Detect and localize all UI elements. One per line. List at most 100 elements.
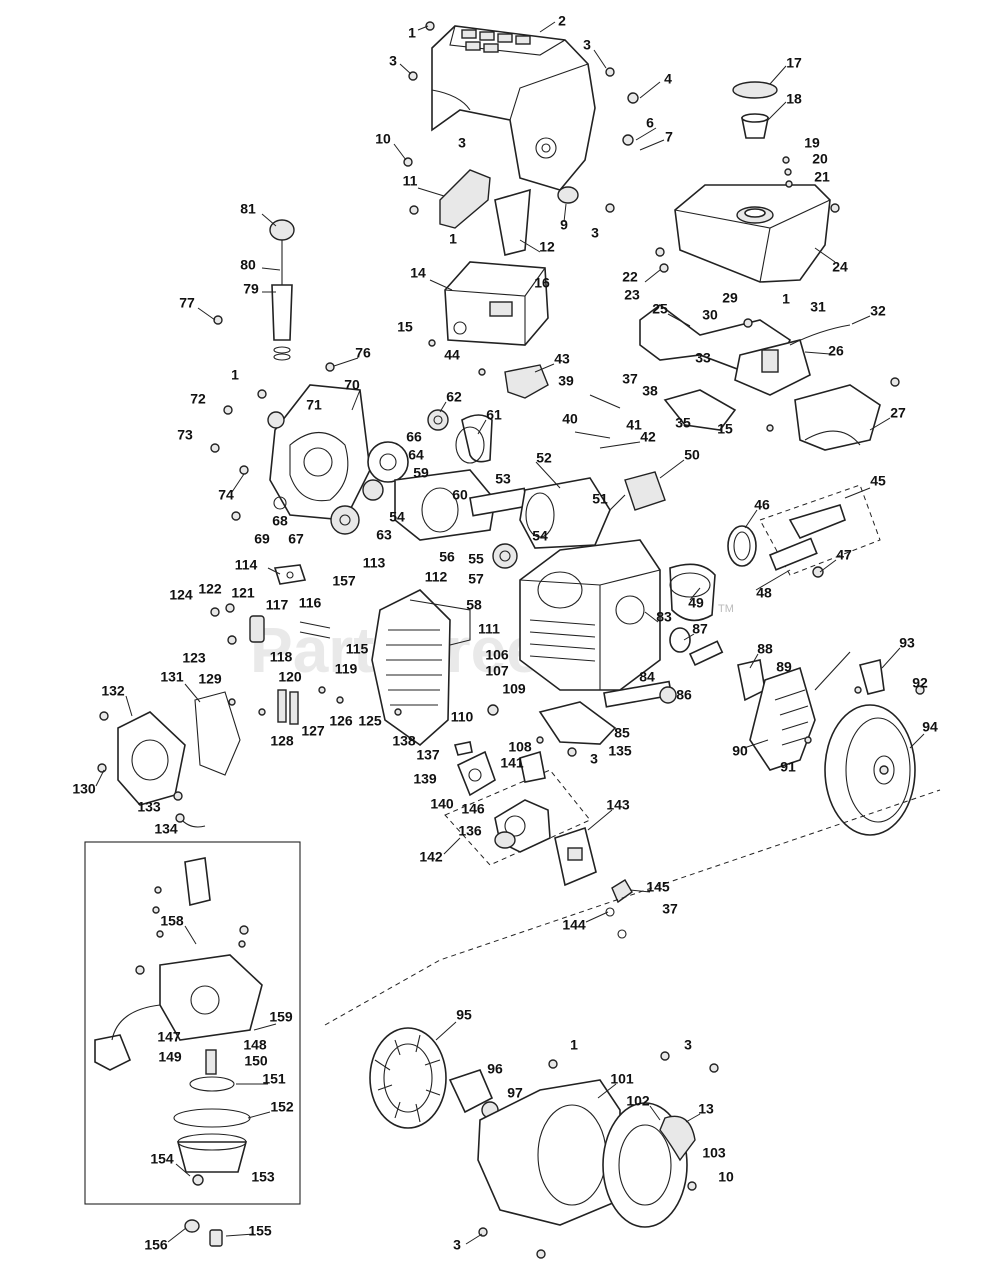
callout-c118: 118 [270, 649, 293, 665]
callout-c49: 49 [688, 595, 704, 611]
callout-c27: 27 [890, 405, 906, 421]
callout-c13: 13 [698, 1101, 714, 1117]
callout-c84: 84 [639, 669, 655, 685]
callout-c109: 109 [502, 681, 526, 697]
callout-c142: 142 [419, 849, 443, 865]
callout-c148: 148 [243, 1037, 267, 1053]
callout-c1a: 1 [408, 25, 416, 41]
callout-c3b: 3 [583, 37, 591, 53]
ignition-coil [737, 651, 851, 771]
callout-c19: 19 [804, 135, 820, 151]
callout-c113: 113 [363, 555, 386, 571]
callout-c42: 42 [640, 429, 656, 445]
callout-c1b: 1 [449, 231, 457, 247]
callout-c120: 120 [278, 669, 302, 685]
callout-c52: 52 [536, 450, 552, 466]
callout-c88: 88 [757, 641, 773, 657]
callout-c3d: 3 [591, 225, 599, 241]
callout-c69: 69 [254, 531, 270, 547]
callout-c2: 2 [558, 13, 566, 29]
knob-9 [557, 186, 579, 204]
callout-c87: 87 [692, 621, 708, 637]
callout-c20: 20 [812, 151, 828, 167]
blower-shroud [431, 25, 596, 191]
callout-c58: 58 [466, 597, 482, 613]
callout-c54a: 54 [389, 509, 405, 525]
callout-c73: 73 [177, 427, 193, 443]
callout-c81: 81 [240, 201, 256, 217]
callout-c101: 101 [610, 1071, 634, 1087]
callout-c159: 159 [269, 1009, 293, 1025]
callout-c117: 117 [266, 597, 289, 613]
callout-c37b: 37 [662, 901, 678, 917]
callout-c155: 155 [248, 1223, 272, 1239]
watermark-tm: TM [718, 603, 734, 615]
callout-c115: 115 [346, 641, 369, 657]
callout-c151: 151 [262, 1071, 286, 1087]
callout-c64: 64 [408, 447, 424, 463]
callout-c119: 119 [335, 661, 358, 677]
flywheel-key-bracket [859, 659, 885, 695]
callout-c111: 111 [478, 621, 500, 637]
callout-c17: 17 [786, 55, 802, 71]
callout-c63: 63 [376, 527, 392, 543]
callout-c121: 121 [231, 585, 255, 601]
callout-c9: 9 [560, 217, 568, 233]
crankcase-cover [267, 384, 371, 521]
callout-c83: 83 [656, 609, 672, 625]
carburetor-detail [94, 857, 263, 1186]
callout-c3f: 3 [684, 1037, 692, 1053]
callout-c57: 57 [468, 571, 484, 587]
governor-rod-c [599, 441, 641, 449]
callout-c1c: 1 [782, 291, 790, 307]
governor-rod-a [589, 394, 621, 409]
piston-assembly [669, 484, 881, 622]
callout-c144: 144 [562, 917, 586, 933]
callout-c44: 44 [444, 347, 460, 363]
callout-c146: 146 [461, 801, 485, 817]
shield-plate [439, 169, 491, 229]
fuel-bowl-nut [184, 1219, 200, 1233]
callout-c1e: 1 [570, 1037, 578, 1053]
callout-c91: 91 [780, 759, 796, 775]
callout-c53: 53 [495, 471, 511, 487]
callout-c41: 41 [626, 417, 642, 433]
callout-c12: 12 [539, 239, 555, 255]
callout-c134: 134 [154, 821, 178, 837]
callout-c131: 131 [160, 669, 184, 685]
callout-c45: 45 [870, 473, 886, 489]
callout-c135: 135 [608, 743, 632, 759]
callout-c110: 110 [451, 709, 474, 725]
callout-c145: 145 [646, 879, 670, 895]
callout-c10b: 10 [718, 1169, 734, 1185]
callout-c11: 11 [403, 173, 418, 189]
callout-c32: 32 [870, 303, 886, 319]
callout-c67: 67 [288, 531, 304, 547]
callout-c153: 153 [251, 1169, 275, 1185]
callout-c136: 136 [458, 823, 482, 839]
callout-c86: 86 [676, 687, 692, 703]
callout-c76: 76 [355, 345, 371, 361]
callout-c106: 106 [485, 647, 509, 663]
callout-c70: 70 [344, 377, 360, 393]
small-hardware [97, 21, 925, 1259]
callout-c140: 140 [430, 796, 454, 812]
callout-c158: 158 [160, 913, 184, 929]
throttle-lever [504, 364, 549, 399]
callout-c61: 61 [486, 407, 502, 423]
callout-c3a: 3 [389, 53, 397, 69]
callout-c1d: 1 [231, 367, 239, 383]
callout-c35: 35 [675, 415, 691, 431]
callout-c48: 48 [756, 585, 772, 601]
callout-c60: 60 [452, 487, 468, 503]
valve-train [249, 564, 331, 725]
callout-c26: 26 [828, 343, 844, 359]
callout-c47: 47 [836, 547, 852, 563]
callout-c103: 103 [702, 1145, 726, 1161]
callout-c152: 152 [270, 1099, 294, 1115]
callout-c23: 23 [624, 287, 640, 303]
recoil-starter-group [369, 1027, 696, 1228]
callout-c56: 56 [439, 549, 455, 565]
